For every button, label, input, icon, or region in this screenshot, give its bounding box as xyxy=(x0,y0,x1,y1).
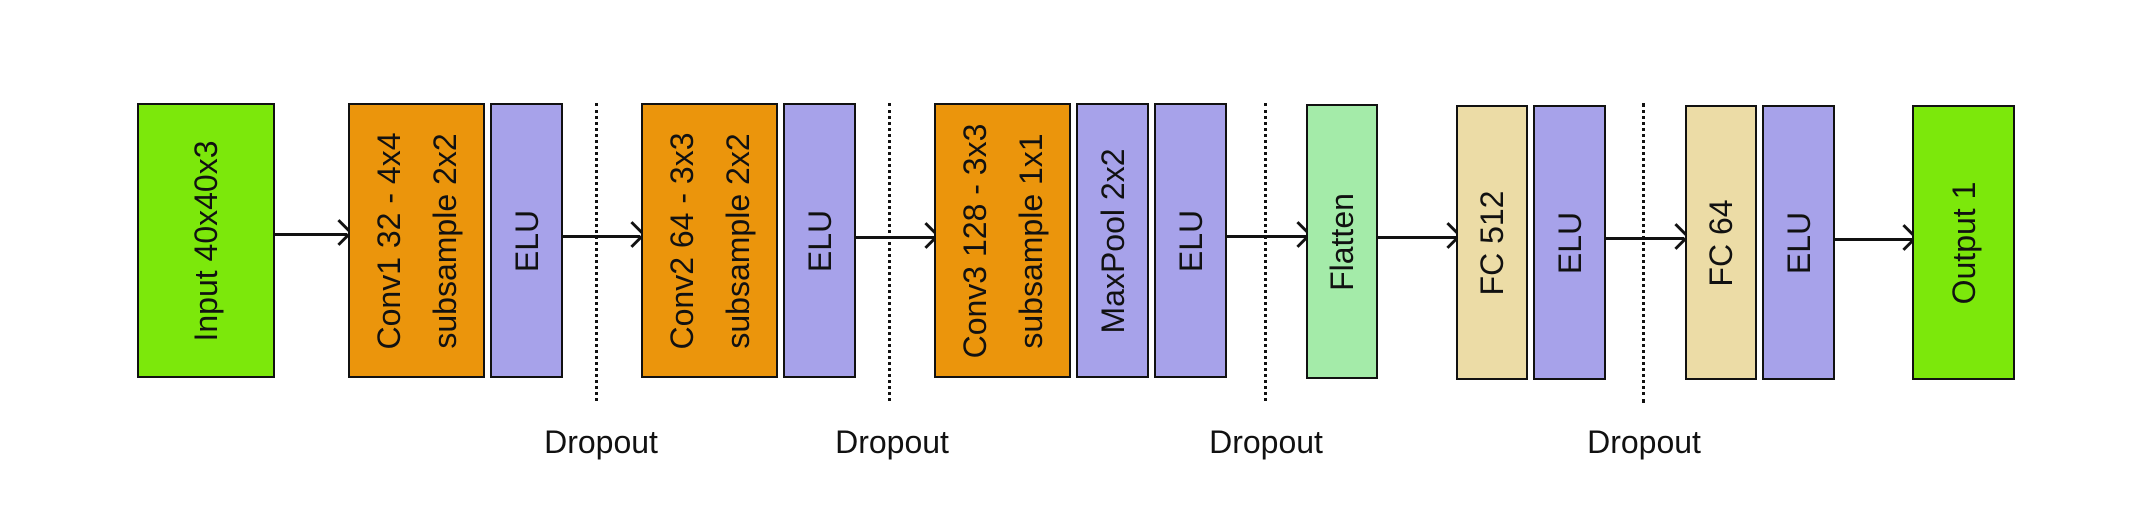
fc64-layer-label: FC 64 xyxy=(1703,198,1739,287)
dropout1-label: Dropout xyxy=(544,424,658,460)
arrow-elu3-to-flatten xyxy=(1227,235,1306,238)
input-layer-label: Input 40x40x3 xyxy=(188,139,224,342)
dropout4-label: Dropout xyxy=(1587,424,1701,460)
fc512-layer-label: FC 512 xyxy=(1474,190,1510,295)
dropout3-label: Dropout xyxy=(1209,424,1323,460)
arrow-elu4-to-fc64 xyxy=(1606,237,1684,240)
dropout2-separator xyxy=(888,103,891,401)
input-layer-box: Input 40x40x3 xyxy=(137,103,275,378)
elu1-layer-box: ELU xyxy=(490,103,563,378)
elu3-layer-label: ELU xyxy=(1172,209,1209,272)
elu1-layer-label: ELU xyxy=(508,209,545,272)
arrow-input-to-conv1 xyxy=(275,233,347,236)
dropout2-label: Dropout xyxy=(835,424,949,460)
maxpool-layer-box: MaxPool 2x2 xyxy=(1076,103,1149,378)
conv3-layer-box: Conv3 128 - 3x3 subsample 1x1 xyxy=(934,103,1071,378)
conv1-layer-label: Conv1 32 - 4x4 subsample 2x2 xyxy=(370,131,463,350)
elu4-layer-box: ELU xyxy=(1533,105,1606,380)
elu2-layer-box: ELU xyxy=(783,103,856,378)
flatten-layer-label: Flatten xyxy=(1324,192,1360,291)
elu4-layer-label: ELU xyxy=(1551,211,1588,274)
elu3-layer-box: ELU xyxy=(1154,103,1227,378)
arrow-elu5-to-output xyxy=(1835,238,1912,241)
dropout4-separator xyxy=(1642,103,1645,403)
conv2-layer-label: Conv2 64 - 3x3 subsample 2x2 xyxy=(663,131,756,350)
maxpool-layer-label: MaxPool 2x2 xyxy=(1094,148,1131,333)
elu2-layer-label: ELU xyxy=(801,209,838,272)
output-layer-label: Output 1 xyxy=(1945,181,1982,304)
flatten-layer-box: Flatten xyxy=(1306,104,1378,379)
elu5-layer-label: ELU xyxy=(1780,211,1817,274)
output-layer-box: Output 1 xyxy=(1912,105,2015,380)
arrow-elu2-to-conv3 xyxy=(856,236,934,239)
elu5-layer-box: ELU xyxy=(1762,105,1835,380)
conv3-layer-label: Conv3 128 - 3x3 subsample 1x1 xyxy=(956,123,1049,358)
arrow-flatten-to-fc512 xyxy=(1378,236,1456,239)
fc512-layer-box: FC 512 xyxy=(1456,105,1528,380)
conv1-layer-box: Conv1 32 - 4x4 subsample 2x2 xyxy=(348,103,485,378)
arrow-elu1-to-conv2 xyxy=(563,235,640,238)
conv2-layer-box: Conv2 64 - 3x3 subsample 2x2 xyxy=(641,103,778,378)
dropout1-separator xyxy=(595,103,598,401)
fc64-layer-box: FC 64 xyxy=(1685,105,1757,380)
dropout3-separator xyxy=(1264,103,1267,401)
